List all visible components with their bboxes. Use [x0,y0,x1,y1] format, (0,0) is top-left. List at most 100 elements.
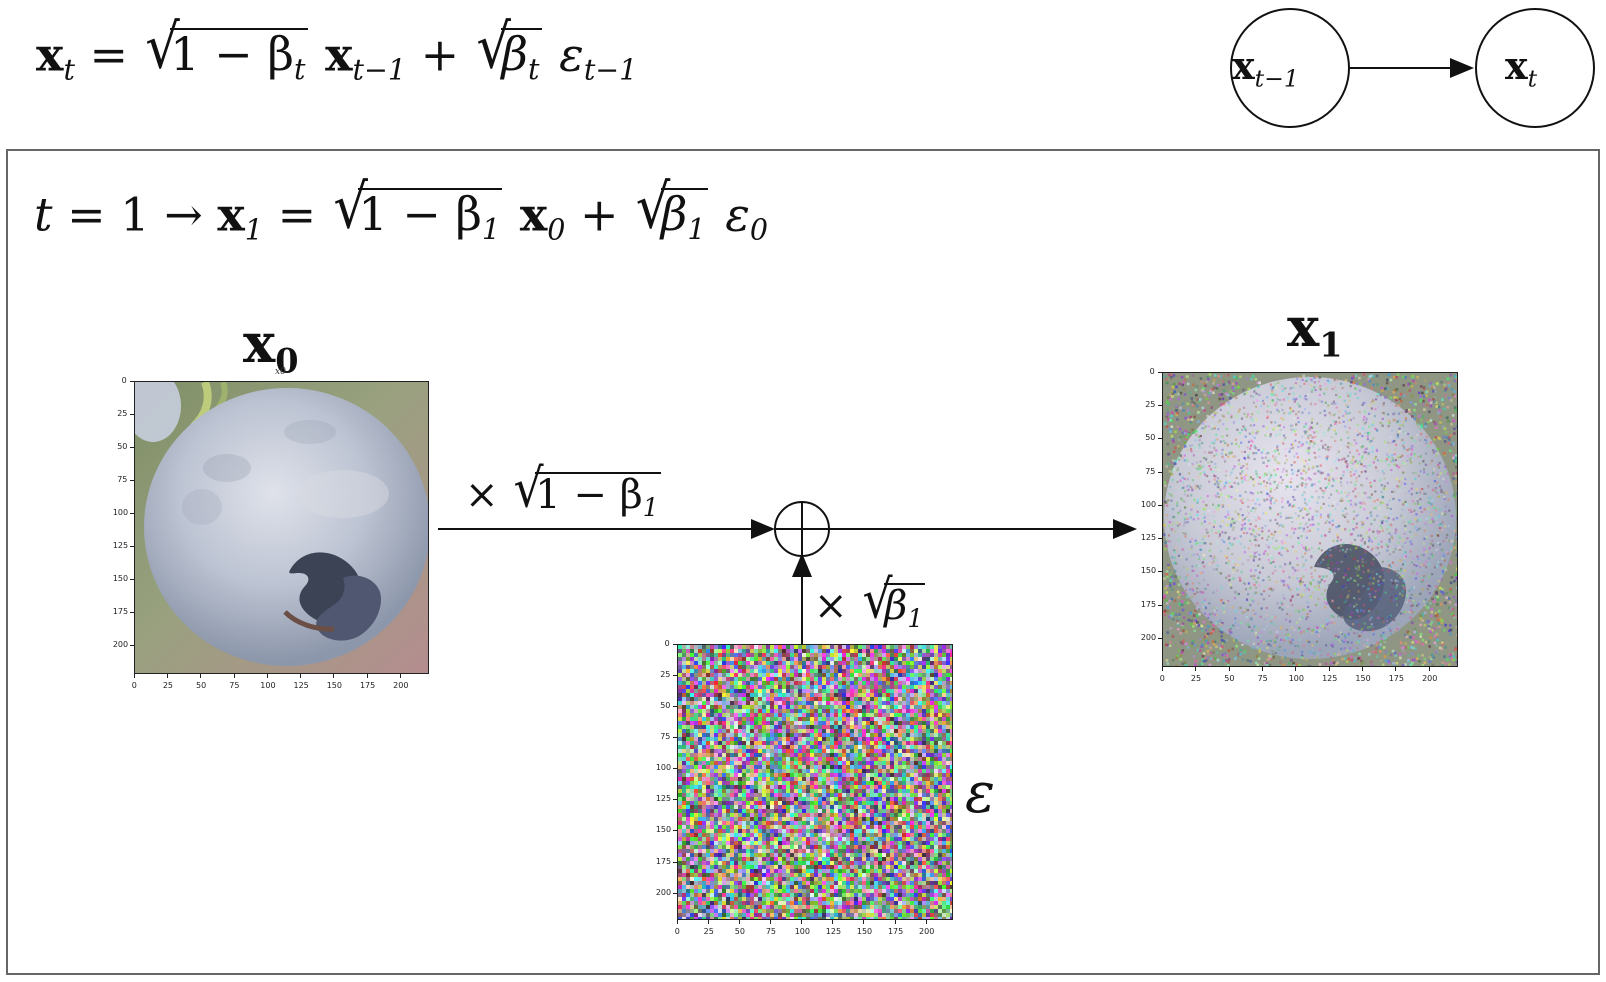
noise-pixel [910,877,914,881]
noise-pixel [750,821,754,825]
noise-pixel [706,757,710,761]
noise-pixel [890,705,894,709]
noise-pixel [934,693,938,697]
noise-pixel [918,677,922,681]
noise-pixel [942,845,946,849]
noise-pixel [930,761,934,765]
noise-pixel [910,821,914,825]
noise-pixel [890,725,894,729]
y-tick-mark [673,737,677,738]
noise-pixel [794,761,798,765]
noise-pixel [782,697,786,701]
noise-pixel [922,721,926,725]
noise-pixel [794,725,798,729]
noise-pixel [774,905,778,909]
noise-pixel [698,753,702,757]
noise-pixel [694,669,698,673]
noise-pixel [918,769,922,773]
noise-pixel [686,897,690,901]
noise-pixel [826,849,830,853]
noise-pixel [782,793,786,797]
noise-pixel [898,809,902,813]
noise-pixel [778,745,782,749]
noise-pixel [778,797,782,801]
noise-pixel [718,833,722,837]
noise-pixel [914,653,918,657]
noise-pixel [838,693,842,697]
noise-pixel [818,825,822,829]
noise-pixel [902,765,906,769]
noise-pixel [830,849,834,853]
noise-pixel [858,889,862,893]
noise-pixel [758,825,762,829]
noise-pixel [706,725,710,729]
noise-pixel [914,909,918,913]
noise-pixel [726,733,730,737]
noise-pixel [866,817,870,821]
noise-pixel [942,765,946,769]
noise-pixel [926,873,930,877]
noise-pixel [898,721,902,725]
noise-pixel [698,757,702,761]
noise-pixel [814,905,818,909]
noise-pixel [870,857,874,861]
noise-pixel [862,677,866,681]
noise-pixel [810,729,814,733]
noise-pixel [922,841,926,845]
noise-pixel [758,741,762,745]
noise-pixel [730,713,734,717]
noise-pixel [934,785,938,789]
noise-pixel [726,701,730,705]
noise-pixel [922,801,926,805]
noise-pixel [950,897,953,901]
noise-pixel [866,821,870,825]
noise-pixel [682,645,686,649]
noise-pixel [786,733,790,737]
noise-pixel [706,741,710,745]
noise-pixel [798,737,802,741]
noise-pixel [870,701,874,705]
noise-pixel [754,801,758,805]
noise-pixel [746,889,750,893]
noise-pixel [826,657,830,661]
noise-pixel [950,905,953,909]
noise-pixel [882,817,886,821]
noise-pixel [722,657,726,661]
noise-pixel [770,805,774,809]
noise-pixel [858,697,862,701]
noise-pixel [766,753,770,757]
noise-pixel [846,809,850,813]
noise-pixel [690,773,694,777]
noise-pixel [786,713,790,717]
noise-pixel [810,845,814,849]
noise-pixel [802,657,806,661]
noise-pixel [810,661,814,665]
noise-pixel [890,813,894,817]
noise-pixel [782,801,786,805]
noise-pixel [910,845,914,849]
noise-pixel [690,689,694,693]
noise-pixel [806,721,810,725]
noise-pixel [842,697,846,701]
noise-pixel [822,765,826,769]
noise-pixel [890,869,894,873]
noise-pixel [778,833,782,837]
noise-pixel [842,769,846,773]
noise-pixel [762,777,766,781]
noise-pixel [698,741,702,745]
noise-pixel [934,745,938,749]
noise-pixel [750,769,754,773]
noise-pixel [910,757,914,761]
noise-pixel [906,653,910,657]
noise-pixel [934,805,938,809]
noise-pixel [794,901,798,905]
noise-pixel [802,821,806,825]
noise-pixel [842,893,846,897]
noise-pixel [814,865,818,869]
noise-pixel [738,817,742,821]
noise-pixel [798,861,802,865]
noise-pixel [750,813,754,817]
noise-pixel [906,725,910,729]
noise-pixel [770,709,774,713]
noise-pixel [810,753,814,757]
